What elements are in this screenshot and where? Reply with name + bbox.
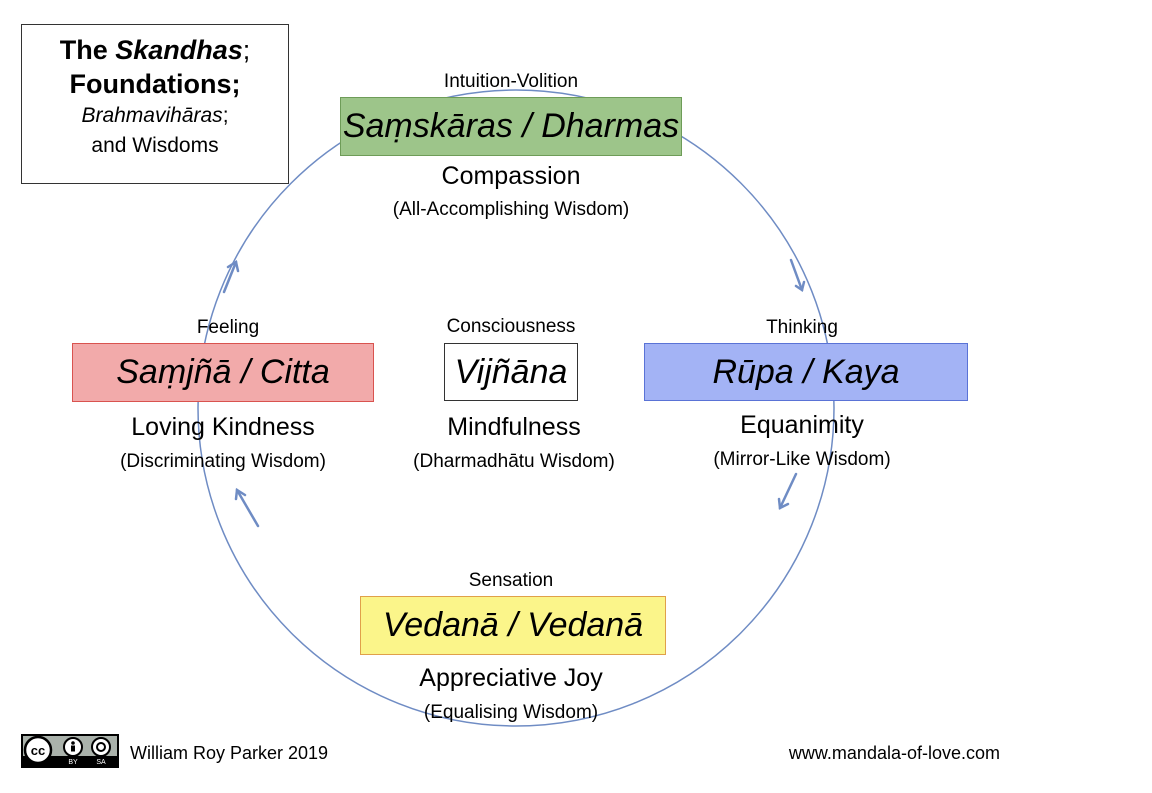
top-wisdom-label: (All-Accomplishing Wisdom) (392, 199, 630, 220)
svg-text:cc: cc (31, 743, 45, 758)
bottom-category-label: Sensation (468, 570, 554, 591)
title-line-brahmaviharas: Brahmavihāras; (81, 104, 229, 127)
cycle-arrow-icon (222, 260, 240, 294)
bottom-wisdom-label: (Equalising Wisdom) (423, 702, 599, 723)
top-quality-label: Compassion (441, 162, 581, 190)
center-quality-label: Mindfulness (447, 413, 581, 441)
diagram-title-box: The Skandhas; Foundations; Brahmavihāras… (21, 24, 289, 184)
attribution-icon (63, 737, 83, 757)
title-line-wisdoms: and Wisdoms (91, 134, 219, 157)
license-by-text: BY (68, 759, 78, 766)
title-line-skandhas: The Skandhas; (59, 35, 251, 65)
left-category-label: Feeling (196, 317, 260, 338)
cycle-arrow-icon (234, 487, 260, 528)
left-quality-label: Loving Kindness (131, 413, 315, 441)
bottom-quality-label: Appreciative Joy (419, 664, 603, 692)
cycle-arrow-icon (789, 258, 806, 293)
license-sa-text: SA (96, 759, 106, 766)
website-link[interactable]: www.mandala-of-love.com (788, 743, 1000, 763)
bottom-skandha-box: Vedanā / Vedanā (360, 596, 666, 655)
left-skandha-box: Saṃjñā / Citta (72, 343, 374, 402)
right-skandha-box: Rūpa / Kaya (644, 343, 968, 401)
right-quality-label: Equanimity (740, 411, 864, 439)
cc-license-badge: cc BY SA (21, 734, 119, 768)
right-category-label: Thinking (766, 317, 838, 338)
top-skandha-box: Saṃskāras / Dharmas (340, 97, 682, 156)
left-wisdom-label: (Discriminating Wisdom) (120, 451, 326, 472)
right-wisdom-label: (Mirror-Like Wisdom) (713, 449, 891, 470)
center-category-label: Consciousness (446, 316, 576, 337)
center-wisdom-label: (Dharmadhātu Wisdom) (413, 451, 615, 472)
author-credit: William Roy Parker 2019 (130, 743, 329, 763)
center-skandha-box: Vijñāna (444, 343, 578, 401)
cc-icon: cc (23, 736, 53, 765)
title-line-foundations: Foundations; (69, 69, 241, 99)
top-category-label: Intuition-Volition (443, 71, 579, 92)
cycle-arrow-icon (777, 472, 798, 510)
share-alike-icon (91, 737, 111, 757)
